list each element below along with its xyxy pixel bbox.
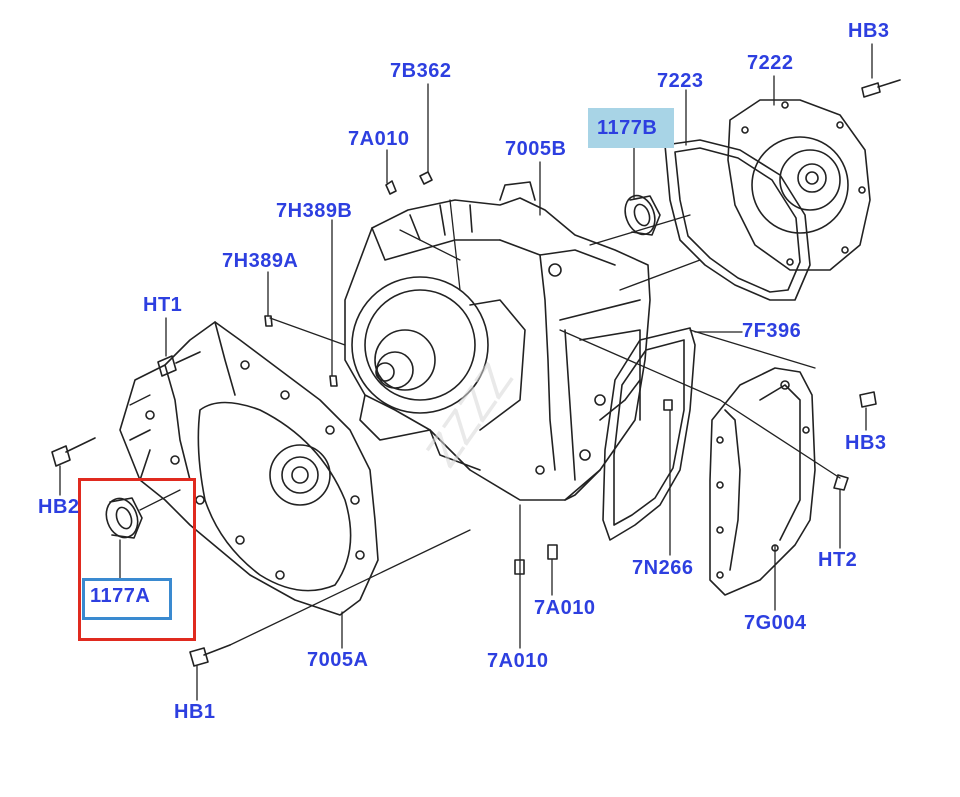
callout-1177b: 1177B <box>597 117 658 139</box>
callout-7a010-mid: 7A010 <box>534 597 596 619</box>
callout-hb3-top: HB3 <box>848 20 890 42</box>
leader-lines <box>59 43 873 701</box>
callout-7223: 7223 <box>657 70 704 92</box>
callout-7a010-bottom: 7A010 <box>487 650 549 672</box>
callout-7h389b: 7H389B <box>276 200 353 222</box>
callout-hb3-right: HB3 <box>845 432 887 454</box>
transmission-case-7005b <box>344 181 651 501</box>
callout-7n266: 7N266 <box>632 557 694 579</box>
callout-7005a: 7005A <box>307 649 369 671</box>
callout-7b362: 7B362 <box>390 60 452 82</box>
callout-7222: 7222 <box>747 52 794 74</box>
highlight-box-1177b <box>588 108 674 148</box>
gasket-7223 <box>664 139 811 301</box>
focus-frame <box>78 478 196 641</box>
pump-cover-7222 <box>727 99 871 271</box>
callout-7f396: 7F396 <box>742 320 802 342</box>
fasteners <box>51 79 901 667</box>
callout-hb1: HB1 <box>174 701 216 723</box>
side-cover-7g004 <box>709 367 816 596</box>
callout-ht1: HT1 <box>143 294 183 316</box>
callout-1177a: 1177A <box>90 585 151 607</box>
seal-1177b <box>624 194 661 236</box>
converter-housing-7005a <box>119 321 379 616</box>
seal-1177a <box>105 497 143 539</box>
callout-7h389a: 7H389A <box>222 250 299 272</box>
callout-7a010-top: 7A010 <box>348 128 410 150</box>
highlight-outline-1177a <box>82 578 172 620</box>
callout-7g004: 7G004 <box>744 612 807 634</box>
callout-7005b: 7005B <box>505 138 567 160</box>
callout-hb2: HB2 <box>38 496 80 518</box>
gasket-7n266 <box>602 327 696 541</box>
callout-ht2: HT2 <box>818 549 858 571</box>
